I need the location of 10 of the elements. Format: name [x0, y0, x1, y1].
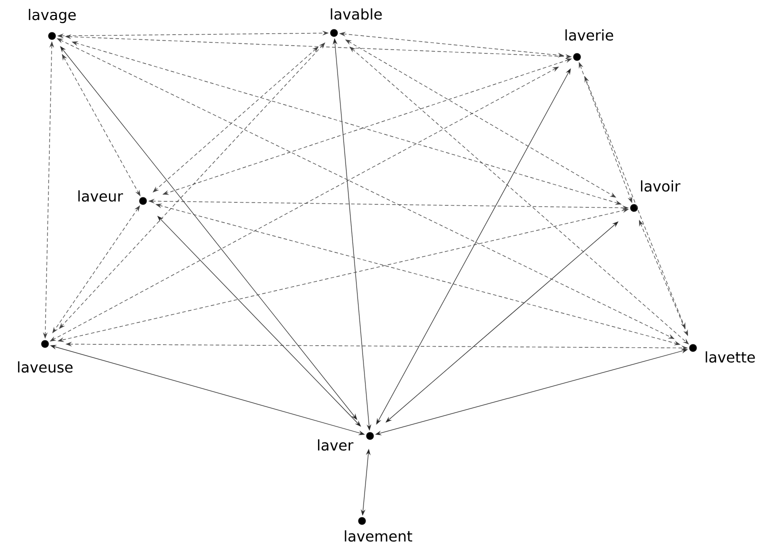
- node-label: lavette: [706, 351, 755, 363]
- node-label: lavoir: [641, 180, 680, 192]
- node-label: lavage: [28, 8, 76, 24]
- node-label: laverie: [565, 29, 614, 41]
- node-label: lavement: [344, 530, 412, 542]
- node-label: lavable: [330, 8, 382, 20]
- node-label: laveur: [78, 190, 124, 202]
- node-label: laver: [318, 439, 354, 451]
- node-label: laveuse: [18, 361, 73, 373]
- arrow: [60, 46, 358, 420]
